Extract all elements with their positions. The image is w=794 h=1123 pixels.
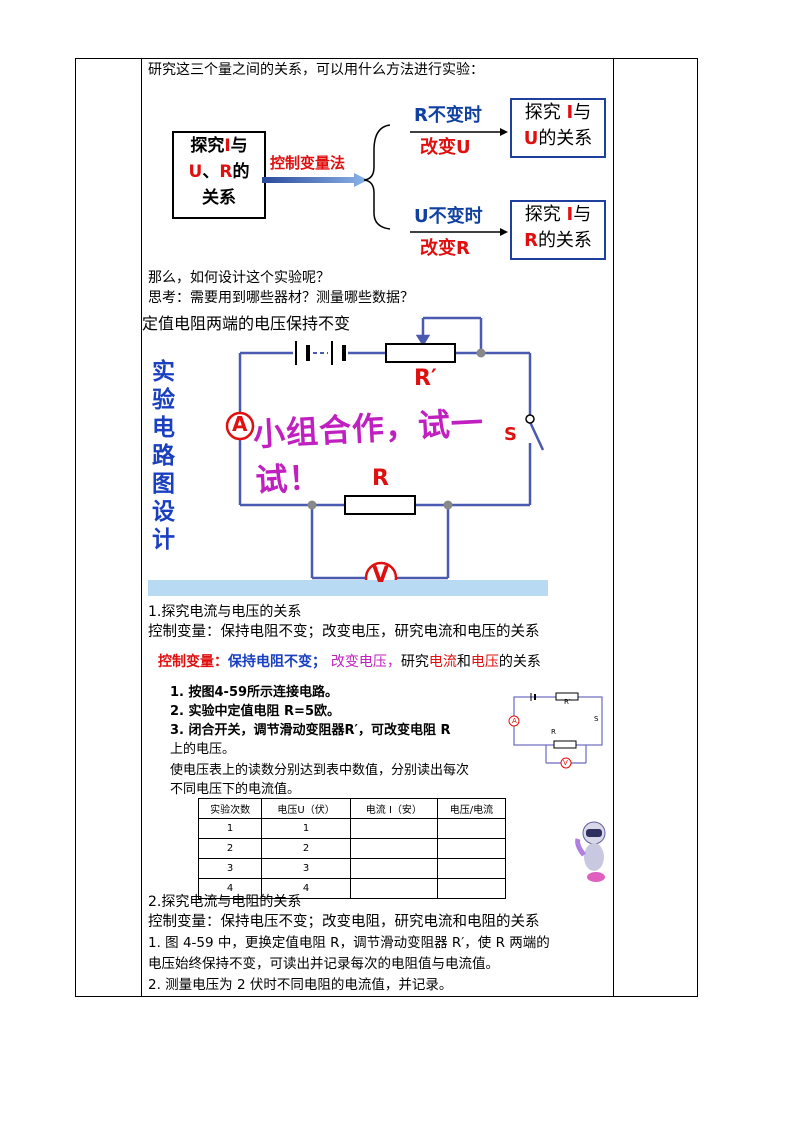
voltmeter-label: V bbox=[372, 563, 390, 588]
table-header: 电流 I（安） bbox=[349, 798, 438, 819]
experiment-slide: 控制变量：保持电阻不变； 改变电压，研究电流和电压的关系 1. 按图4-59所示… bbox=[148, 645, 612, 899]
intro-line: 研究这三个量之间的关系，可以用什么方法进行实验： bbox=[148, 62, 484, 78]
r-label: R bbox=[372, 466, 389, 491]
question-2: 思考：需要用到哪些器材？测量哪些数据？ bbox=[148, 290, 414, 306]
robot-illustration bbox=[575, 821, 606, 882]
lower-result-box: 探究 I与 R的关系 bbox=[510, 200, 606, 260]
circuit-drawing bbox=[148, 316, 548, 596]
lower-cond-top: U不变时 bbox=[414, 206, 483, 227]
section2-line1: 1. 图 4-59 中，更换定值电阻 R，调节滑动变阻器 R′，使 R 两端的 bbox=[148, 935, 550, 951]
section2-control: 控制变量：保持电压不变；改变电阻，研究电流和电阻的关系 bbox=[148, 914, 540, 930]
arrow-label: 控制变量法 bbox=[270, 154, 346, 172]
slide-control: 控制变量：保持电阻不变； 改变电压，研究电流和电压的关系 bbox=[158, 654, 541, 670]
left-box: 探究I与 U、R的 关系 bbox=[172, 131, 266, 219]
switch-label: S bbox=[504, 424, 517, 445]
upper-result-box: 探究 I与 U的关系 bbox=[510, 98, 606, 158]
slide-steps: 1. 按图4-59所示连接电路。 2. 实验中定值电阻 R=5欧。 3. 闭合开… bbox=[170, 685, 470, 797]
table-header: 电压U（伏） bbox=[261, 798, 351, 819]
section2-line3: 2. 测量电压为 2 伏时不同电阻的电流值，并记录。 bbox=[148, 977, 453, 993]
question-1: 那么，如何设计这个实验呢？ bbox=[148, 270, 330, 286]
circuit-overlay: 小组合作，试一试！ bbox=[252, 403, 485, 500]
diagram-arrows bbox=[262, 124, 508, 236]
mini-circuit bbox=[508, 692, 603, 769]
table-header: 电压/电流 bbox=[436, 798, 507, 819]
circuit-header: 定值电阻两端的电压保持不变 bbox=[142, 314, 351, 333]
table-header: 实验次数 bbox=[197, 798, 263, 819]
r-prime-label: R′ bbox=[414, 366, 437, 391]
section2-title: 2.探究电流与电阻的关系 bbox=[148, 894, 302, 910]
circuit-side-title: 实验电路图设计 bbox=[152, 359, 175, 553]
upper-cond-bottom: 改变U bbox=[420, 137, 471, 158]
lower-cond-bottom: 改变R bbox=[420, 238, 470, 259]
section2-line2: 电压始终保持不变，可读出并记录每次的电阻值与电流值。 bbox=[148, 956, 499, 972]
circuit-slide: 定值电阻两端的电压保持不变 实验电路图设计 bbox=[142, 308, 548, 598]
upper-cond-top: R不变时 bbox=[414, 105, 482, 126]
section1-control: 控制变量：保持电阻不变；改变电压，研究电流和电压的关系 bbox=[148, 624, 540, 640]
section1-title: 1.探究电流与电压的关系 bbox=[148, 604, 302, 620]
ammeter-label: A bbox=[232, 412, 248, 436]
